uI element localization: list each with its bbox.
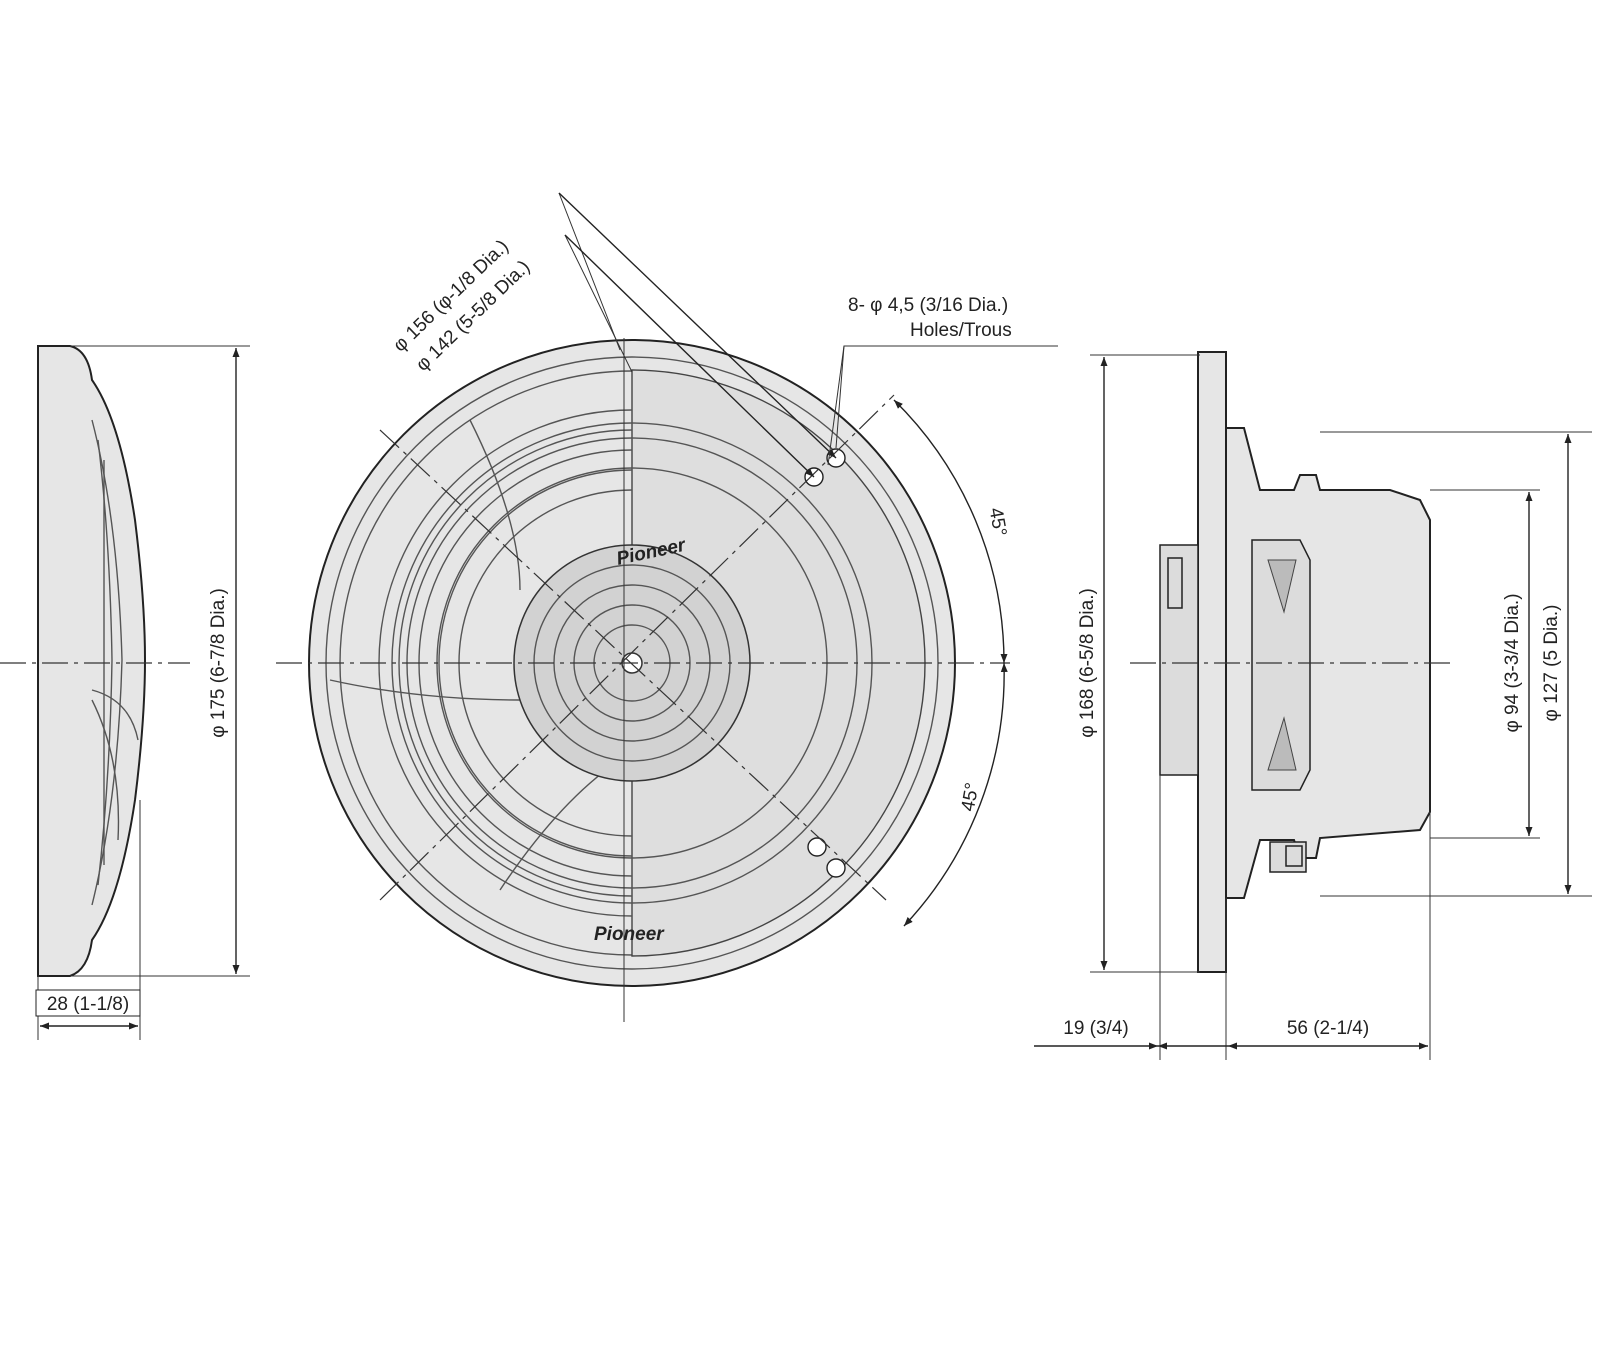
- left-height-label: φ 175 (6-7/8 Dia.): [208, 588, 229, 738]
- mounting-hole-bottom: [807, 837, 827, 857]
- brand-logo-bottom: Pioneer: [594, 924, 665, 945]
- mounting-hole-bottom-2: [826, 858, 846, 878]
- right-rear-depth-label: 56 (2-1/4): [1287, 1018, 1369, 1039]
- grille-ribs: [329, 409, 633, 917]
- left-side-view: φ 175 (6-7/8 Dia.) 28 (1-1/8): [0, 345, 250, 1040]
- angle-top-label: 45°: [985, 506, 1011, 538]
- right-front-depth-label: 19 (3/4): [1063, 1018, 1128, 1039]
- right-magnet-label: φ 94 (3-3/4 Dia.): [1502, 593, 1523, 732]
- left-depth-label: 28 (1-1/8): [47, 994, 129, 1015]
- holes-label-line1: 8- φ 4,5 (3/16 Dia.): [848, 295, 1008, 316]
- right-side-view: φ 168 (6-5/8 Dia.) φ 94 (3-3/4 Dia.) φ 1…: [1034, 351, 1592, 1060]
- angle-bottom-label: 45°: [958, 781, 984, 813]
- front-view: Pioneer Pioneer φ 156 (φ-1/8 Dia.) φ 142…: [276, 192, 1058, 1022]
- right-basket-label: φ 127 (5 Dia.): [1541, 605, 1562, 722]
- holes-label-line2: Holes/Trous: [910, 320, 1012, 341]
- right-height-label: φ 168 (6-5/8 Dia.): [1077, 588, 1098, 738]
